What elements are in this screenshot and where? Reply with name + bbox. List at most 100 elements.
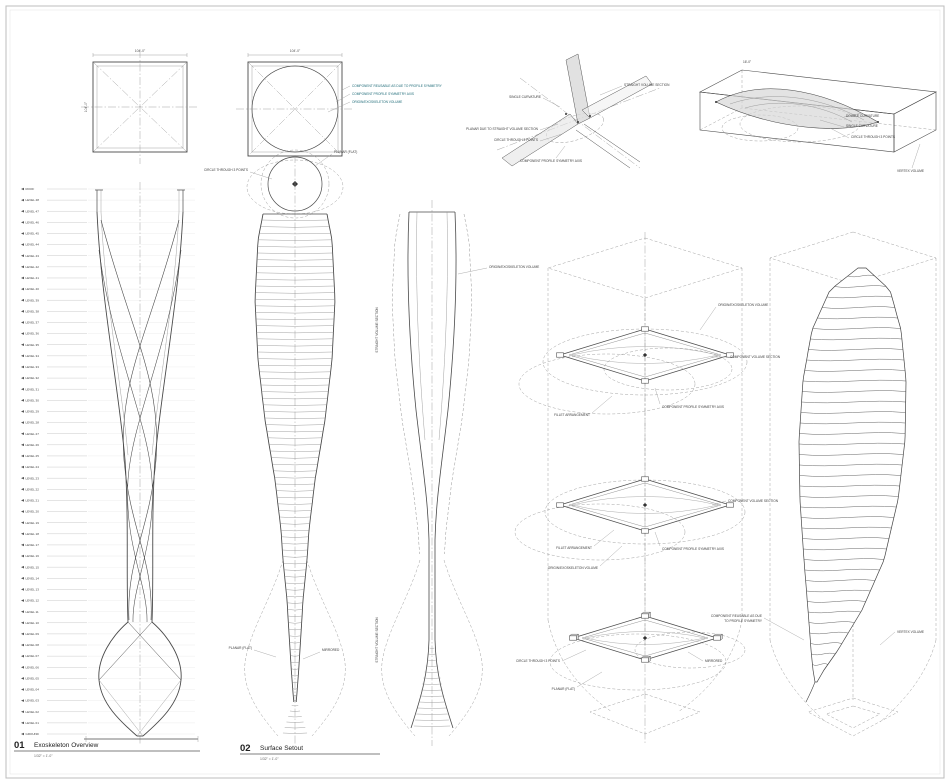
straight-volume-base-trumpet	[413, 647, 451, 727]
component-axis-label: COMPONENT PROFILE SYMMETRY AXIS	[520, 159, 582, 163]
sheet-border	[5, 5, 945, 779]
level-label: ROOF	[26, 187, 35, 191]
level-row: LEVEL 48	[21, 198, 195, 202]
level-label: LEVEL 20	[26, 510, 40, 514]
level-row: LEVEL 13	[21, 588, 195, 592]
straight-volume-label-lower: STRAIGHT VOLUME SECTION	[375, 617, 379, 663]
symmetry-axis-label-2: COMPONENT PROFILE SYMMETRY AXIS	[662, 547, 724, 551]
level-row: LEVEL 25	[21, 454, 195, 458]
level-label: LEVEL 21	[26, 499, 40, 503]
level-row: LEVEL 42	[21, 265, 195, 269]
corner-bracket	[726, 502, 734, 508]
level-label: LEVEL 13	[26, 588, 40, 592]
level-row: LEVEL 27	[21, 432, 195, 436]
level-label: LEVEL 22	[26, 487, 40, 491]
straight-volume-dashed-outline	[391, 213, 473, 555]
title-02-label: Surface Setout	[260, 745, 303, 752]
level-row: LEVEL 06	[21, 665, 195, 669]
level-label: LEVEL 29	[26, 410, 40, 414]
level-label: LEVEL 01	[26, 721, 40, 725]
level-label: LEVEL 39	[26, 298, 40, 302]
level-row: LEVEL 02	[21, 710, 195, 714]
corner-bracket	[556, 502, 564, 508]
level-row: LEVEL 24	[21, 465, 195, 469]
origin-volume-label-2: ORIGIN/EXOSKELETON VOLUME	[548, 566, 598, 570]
setout-profile	[254, 213, 336, 703]
node-diagonal-member-left	[501, 113, 579, 167]
level-row: LEVEL 15	[21, 565, 195, 569]
level-row: LEVEL 43	[21, 254, 195, 258]
level-label: LEVEL 26	[26, 443, 40, 447]
iso-component-stack: ORIGIN/EXOSKELETON VOLUME COMPONENT VOLU…	[514, 232, 781, 744]
corner-bracket	[713, 635, 721, 641]
level-row: LEVEL 46	[21, 220, 195, 224]
level-row: LEVEL 29	[21, 410, 195, 414]
level-label: LEVEL 17	[26, 543, 40, 547]
fillet-label-2: FILLET ARRANGEMENT	[556, 546, 592, 550]
corner-bracket	[726, 352, 734, 358]
elevation-02-surface-setout: PLANAR (FLAT) PLANAR (FLAT) MIRRORED	[229, 150, 357, 748]
title-02-number: 02	[240, 743, 251, 754]
level-label: LEVEL 43	[26, 254, 40, 258]
level-label: LEVEL 31	[26, 387, 40, 391]
level-label: LEVEL 44	[26, 243, 40, 247]
iso-surface-tower: COMPONENT REUSABLE AS DUE TO PROFILE SYM…	[711, 231, 937, 737]
level-label: LEVEL 48	[26, 198, 40, 202]
corner-bracket	[641, 613, 649, 619]
level-label: LEVEL 37	[26, 321, 40, 325]
level-label: LEVEL 46	[26, 220, 40, 224]
level-row: LEVEL 23	[21, 476, 195, 480]
level-label: LEVEL 32	[26, 376, 40, 380]
planar-flat-bottom-label: PLANAR (FLAT)	[229, 646, 252, 650]
level-row: LEVEL 08	[21, 643, 195, 647]
level-row: LEVEL 28	[21, 421, 195, 425]
corner-bracket	[641, 528, 649, 534]
plan-typical: 104'-0" 104'-0"	[81, 49, 199, 164]
mirrored-label-3: MIRRORED	[705, 659, 723, 663]
level-row: LEVEL 45	[21, 232, 195, 236]
origin-volume-label-1: ORIGIN/EXOSKELETON VOLUME	[718, 303, 768, 307]
level-label: LEVEL 02	[26, 710, 40, 714]
level-row: LEVEL 26	[21, 443, 195, 447]
level-label: LEVEL 40	[26, 287, 40, 291]
level-row: ROOF	[21, 187, 195, 191]
level-label: LEVEL 33	[26, 365, 40, 369]
level-row: LEVEL 36	[21, 332, 195, 336]
callout-reusable: COMPONENT REUSABLE AS DUE TO PROFILE SYM…	[352, 84, 443, 88]
level-label: LEVEL 28	[26, 421, 40, 425]
planar-flat-top-label: PLANAR (FLAT)	[334, 150, 357, 154]
level-label: LEVEL 16	[26, 554, 40, 558]
plan-typical-dim-top: 104'-0"	[135, 49, 146, 53]
level-row: LEVEL 21	[21, 499, 195, 503]
corner-bracket	[569, 635, 577, 641]
corner-bracket	[556, 352, 564, 358]
component-section-middle	[556, 476, 734, 534]
straight-volume-label-upper: STRAIGHT VOLUME SECTION	[375, 307, 379, 353]
level-row: LEVEL 19	[21, 521, 195, 525]
level-row: LEVEL 01	[21, 721, 195, 725]
circle-3pts-label-3: CIRCLE THROUGH 3 POINTS	[516, 659, 560, 663]
level-row: LEVEL 17	[21, 543, 195, 547]
callout-symmetry-axis: COMPONENT PROFILE SYMMETRY AXIS	[352, 92, 414, 96]
level-row: LEVEL 04	[21, 688, 195, 692]
double-curvature-label: DOUBLE CURVATURE	[846, 114, 879, 118]
level-label: LEVEL 25	[26, 454, 40, 458]
axon-component-node: STRAIGHT VOLUME SECTION SINGLE CURVATURE…	[466, 53, 670, 169]
level-label: LEVEL 19	[26, 521, 40, 525]
callout-origin-volume: ORIGIN/EXOSKELETON VOLUME	[352, 100, 402, 104]
title-01: 01 Exoskeleton Overview 1/32" = 1'-0"	[14, 740, 200, 758]
level-row: LEVEL 40	[21, 287, 195, 291]
vertex-volume-label: VERTEX VOLUME	[897, 630, 924, 634]
level-label: LEVEL 35	[26, 343, 40, 347]
level-label: LEVEL 11	[26, 610, 40, 614]
level-label: LEVEL 42	[26, 265, 40, 269]
symmetry-axis-label-1: COMPONENT PROFILE SYMMETRY AXIS	[662, 405, 724, 409]
corner-bracket	[641, 326, 649, 332]
origin-volume-label: ORIGIN/EXOSKELETON VOLUME	[489, 265, 539, 269]
level-label: LEVEL 36	[26, 332, 40, 336]
circle-3pts-label: CIRCLE THROUGH 3 POINTS	[204, 168, 248, 172]
level-row: LEVEL 44	[21, 243, 195, 247]
level-row: LEVEL 33	[21, 365, 195, 369]
